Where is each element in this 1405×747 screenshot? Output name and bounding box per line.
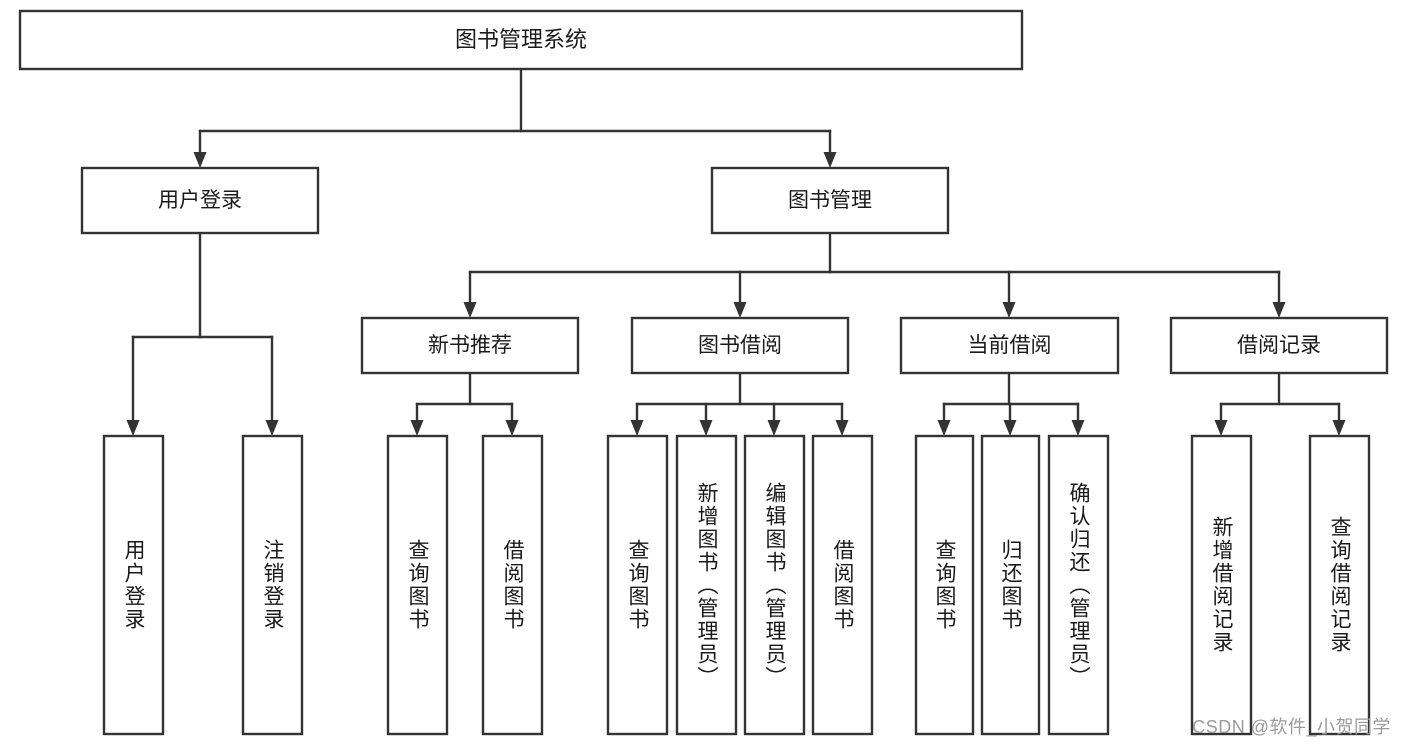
connector-record-to-leaves [1214, 371, 1346, 436]
node-level2-current-borrow[interactable]: 当前借阅 [899, 316, 1120, 375]
node-leaf-leaf-query-borrow-record[interactable] [1308, 434, 1371, 736]
arrow-head-icon [835, 420, 849, 436]
arrow-head-icon [1003, 420, 1017, 436]
arrow-head-icon [767, 420, 781, 436]
connectors-layer [126, 67, 1346, 436]
node-leaf-leaf-confirm-return-admin[interactable] [1047, 434, 1110, 736]
node-rect[interactable] [743, 434, 806, 736]
node-rect[interactable] [980, 434, 1041, 736]
node-label: 新书推荐 [428, 334, 512, 357]
arrow-head-icon [823, 152, 837, 168]
arrow-head-icon [126, 420, 140, 436]
node-rect[interactable] [241, 434, 304, 736]
node-label: 图书管理系统 [455, 27, 587, 52]
node-rect[interactable] [102, 434, 165, 736]
node-root-root[interactable]: 图书管理系统 [18, 9, 1024, 71]
node-level1-book-manage[interactable]: 图书管理 [710, 166, 950, 235]
node-leaf-leaf-borrow-book[interactable] [811, 434, 874, 736]
node-leaf-leaf-logout-login[interactable] [241, 434, 304, 736]
node-label: 图书管理 [788, 189, 872, 212]
node-rect[interactable] [710, 166, 950, 235]
arrow-head-icon [1272, 302, 1286, 318]
node-leaf-leaf-edit-book-admin[interactable] [743, 434, 806, 736]
node-rect[interactable] [1047, 434, 1110, 736]
connector-borrow-to-leaves [630, 371, 849, 436]
node-rect[interactable] [1308, 434, 1371, 736]
arrow-head-icon [699, 420, 713, 436]
arrow-head-icon [1071, 420, 1085, 436]
node-rect[interactable] [675, 434, 738, 736]
node-rect[interactable] [18, 9, 1024, 71]
node-level2-borrow-record[interactable]: 借阅记录 [1169, 316, 1389, 375]
node-rect[interactable] [899, 316, 1120, 375]
node-rect[interactable] [1190, 434, 1253, 736]
connector-bookmanage-to-level2 [463, 231, 1286, 318]
node-rect[interactable] [630, 316, 850, 375]
connector-current-to-leaves [937, 371, 1085, 436]
node-level2-book-borrow[interactable]: 图书借阅 [630, 316, 850, 375]
node-label: 当前借阅 [968, 334, 1052, 357]
arrow-head-icon [193, 152, 207, 168]
node-rect[interactable] [1169, 316, 1389, 375]
node-rect[interactable] [481, 434, 544, 736]
node-level1-user-login[interactable]: 用户登录 [80, 166, 320, 235]
node-rect[interactable] [386, 434, 449, 736]
arrow-head-icon [630, 420, 644, 436]
node-leaf-leaf-user-login[interactable] [102, 434, 165, 736]
node-rect[interactable] [360, 316, 580, 375]
connector-root-to-level1 [193, 67, 837, 168]
node-leaf-leaf-query-book-current[interactable] [914, 434, 975, 736]
node-rect[interactable] [811, 434, 874, 736]
node-rect[interactable] [606, 434, 669, 736]
arrow-head-icon [1332, 420, 1346, 436]
node-leaf-leaf-query-book-borrow[interactable] [606, 434, 669, 736]
node-rect[interactable] [914, 434, 975, 736]
node-label: 用户登录 [158, 189, 242, 212]
arrow-head-icon [733, 302, 747, 318]
connector-recommend-to-leaves [410, 371, 519, 436]
arrow-head-icon [265, 420, 279, 436]
node-rect[interactable] [80, 166, 320, 235]
arrow-head-icon [505, 420, 519, 436]
node-leaf-leaf-query-book-rec[interactable] [386, 434, 449, 736]
node-leaf-leaf-return-book[interactable] [980, 434, 1041, 736]
arrow-head-icon [937, 420, 951, 436]
arrow-head-icon [410, 420, 424, 436]
node-level2-new-book-recommend[interactable]: 新书推荐 [360, 316, 580, 375]
node-label: 借阅记录 [1237, 334, 1321, 357]
node-leaf-leaf-borrow-book-rec[interactable] [481, 434, 544, 736]
arrow-head-icon [463, 302, 477, 318]
arrow-head-icon [1214, 420, 1228, 436]
node-label: 图书借阅 [698, 334, 782, 357]
watermark-text: CSDN @软件_小贺同学 [1192, 717, 1391, 737]
node-leaf-leaf-add-borrow-record[interactable] [1190, 434, 1253, 736]
connector-userlogin-to-leaves [126, 231, 279, 436]
arrow-head-icon [1002, 302, 1016, 318]
node-leaf-leaf-add-book-admin[interactable] [675, 434, 738, 736]
